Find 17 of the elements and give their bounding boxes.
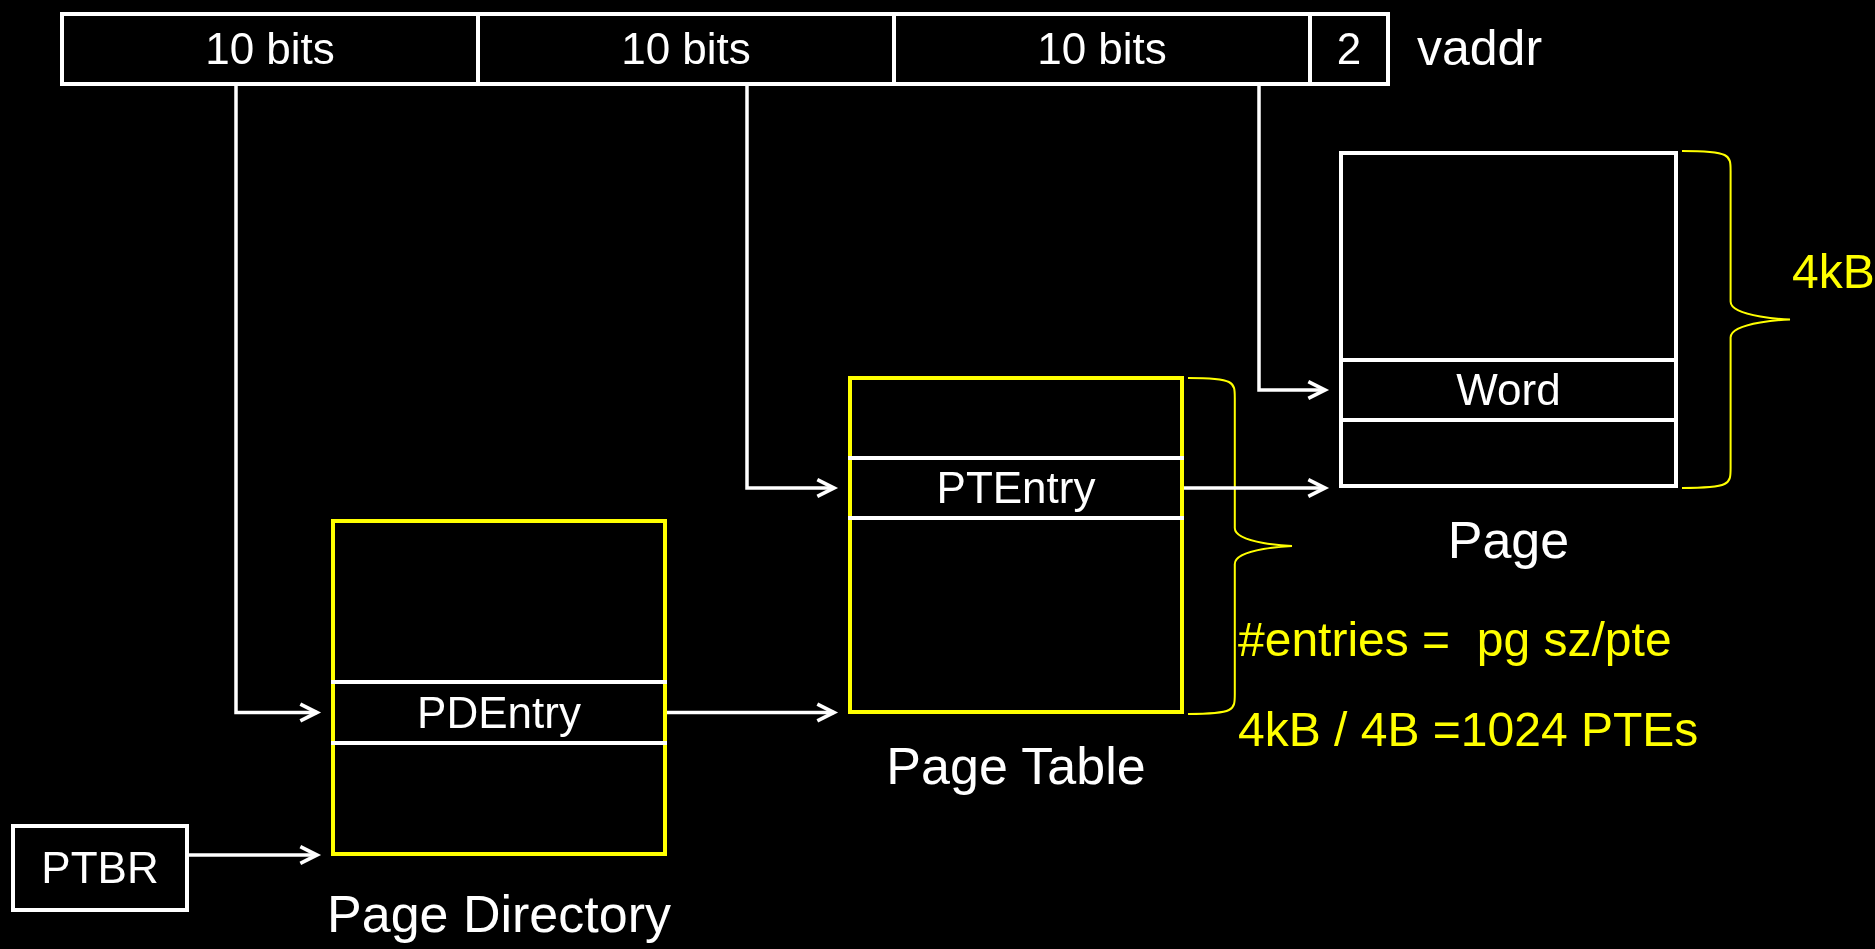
arrow	[234, 86, 319, 723]
arrow	[189, 844, 319, 866]
word-row: Word	[1339, 358, 1678, 422]
arrow	[667, 702, 836, 723]
address-label: vaddr	[1417, 22, 1543, 74]
directory-entry-row: PDEntry	[331, 680, 667, 745]
formula-note: #entries = pg sz/pte	[1238, 614, 1672, 666]
size-label: 4kB	[1792, 246, 1875, 298]
box-caption: Page	[1446, 512, 1571, 568]
box-caption: Page Directory	[326, 886, 672, 942]
register-box: PTBR	[11, 824, 189, 912]
arrow	[1257, 86, 1327, 401]
table-entry-row: PTEntry	[848, 456, 1184, 520]
arrow	[745, 86, 836, 499]
arrow	[1184, 477, 1327, 499]
box-caption: Page Table	[885, 738, 1147, 794]
formula-note: 4kB / 4B =1024 PTEs	[1238, 704, 1699, 756]
